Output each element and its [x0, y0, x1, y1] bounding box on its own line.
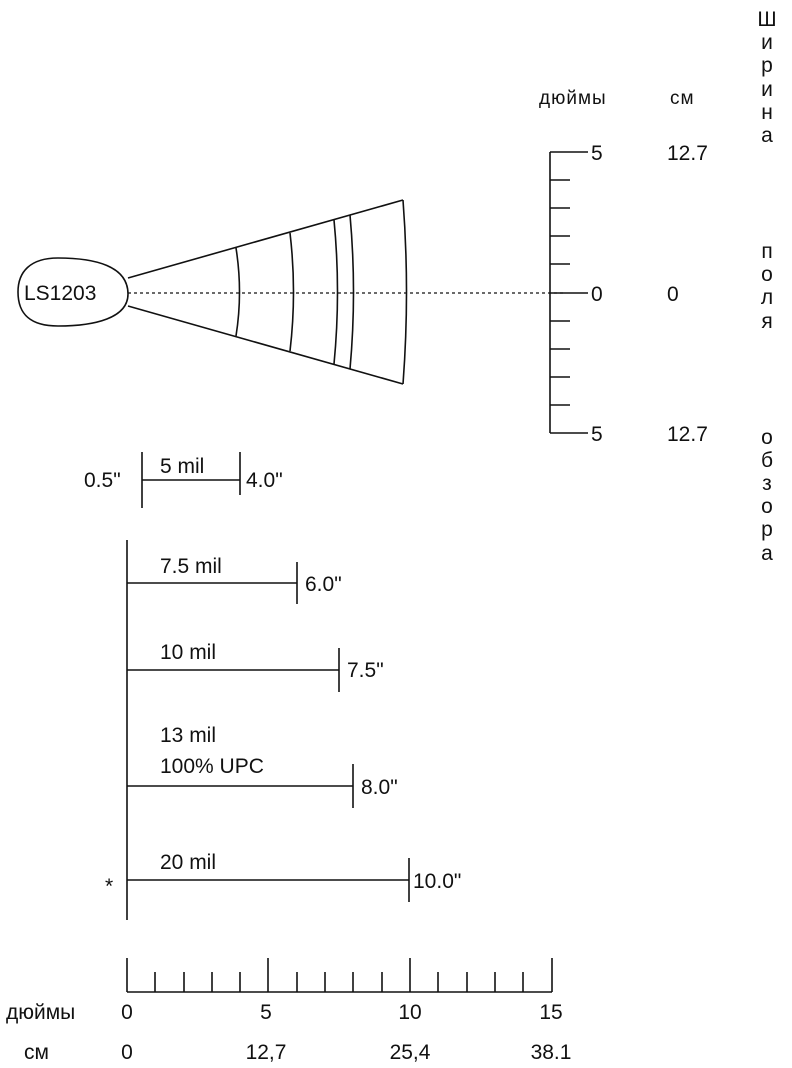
- axis-unit-inches: дюймы: [6, 1001, 75, 1024]
- range-13mil-label: 13 mil: [160, 724, 216, 747]
- range-5mil-label: 5 mil: [160, 455, 204, 478]
- scan-width-unit-inches: дюймы: [539, 88, 607, 109]
- scan-width-bottom-cm: 12.7: [667, 423, 708, 446]
- range-7-5mil-end: 6.0": [305, 573, 342, 596]
- axis-cm-tick-12-7: 12,7: [246, 1041, 287, 1064]
- scan-width-top-inches: 5: [591, 142, 603, 165]
- scan-width-center-inches: 0: [591, 283, 603, 306]
- axis-unit-cm: см: [24, 1041, 49, 1064]
- scan-width-caption: Ш и р и н а п о л я о б з о р а: [757, 8, 777, 565]
- axis-inch-tick-10: 10: [398, 1001, 421, 1024]
- distance-axis: [126, 958, 553, 993]
- range-10mil-end: 7.5": [347, 659, 384, 682]
- range-5mil-end: 4.0": [246, 469, 283, 492]
- axis-inch-tick-15: 15: [539, 1001, 562, 1024]
- range-13mil: [127, 764, 354, 808]
- range-20mil: [127, 858, 410, 902]
- range-20mil-marker: *: [105, 875, 113, 898]
- axis-cm-tick-0: 0: [121, 1041, 133, 1064]
- range-7-5mil-label: 7.5 mil: [160, 555, 222, 578]
- range-13mil-sublabel: 100% UPC: [160, 755, 264, 778]
- scan-width-ruler: [549, 151, 588, 434]
- range-5mil-start: 0.5": [84, 469, 121, 492]
- range-10mil-label: 10 mil: [160, 641, 216, 664]
- range-5mil: [141, 452, 241, 508]
- scan-width-center-cm: 0: [667, 283, 679, 306]
- range-13mil-end: 8.0": [361, 776, 398, 799]
- scan-width-bottom-inches: 5: [591, 423, 603, 446]
- scanner-head-outline: [17, 257, 129, 327]
- scan-width-top-cm: 12.7: [667, 142, 708, 165]
- axis-inch-tick-5: 5: [260, 1001, 272, 1024]
- axis-cm-tick-38-1: 38.1: [531, 1041, 572, 1064]
- scan-width-unit-cm: см: [670, 88, 695, 109]
- range-7-5mil: [127, 562, 298, 604]
- range-10mil: [127, 648, 340, 692]
- range-20mil-end: 10.0": [413, 870, 461, 893]
- range-20mil-label: 20 mil: [160, 851, 216, 874]
- axis-inch-tick-0: 0: [121, 1001, 133, 1024]
- scanner-model-label: LS1203: [24, 282, 96, 305]
- axis-cm-tick-25-4: 25,4: [390, 1041, 431, 1064]
- scan-beam: [127, 199, 408, 385]
